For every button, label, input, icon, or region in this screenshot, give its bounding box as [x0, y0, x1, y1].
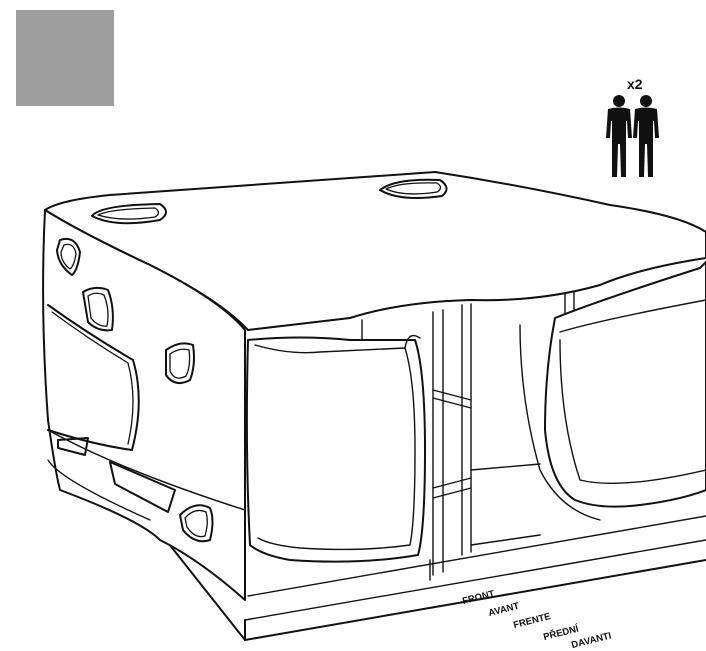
two-person-indicator: x2 [597, 76, 681, 182]
person-icon [606, 95, 659, 177]
step-badge-background [16, 10, 114, 106]
people-count-label: x2 [627, 76, 643, 92]
